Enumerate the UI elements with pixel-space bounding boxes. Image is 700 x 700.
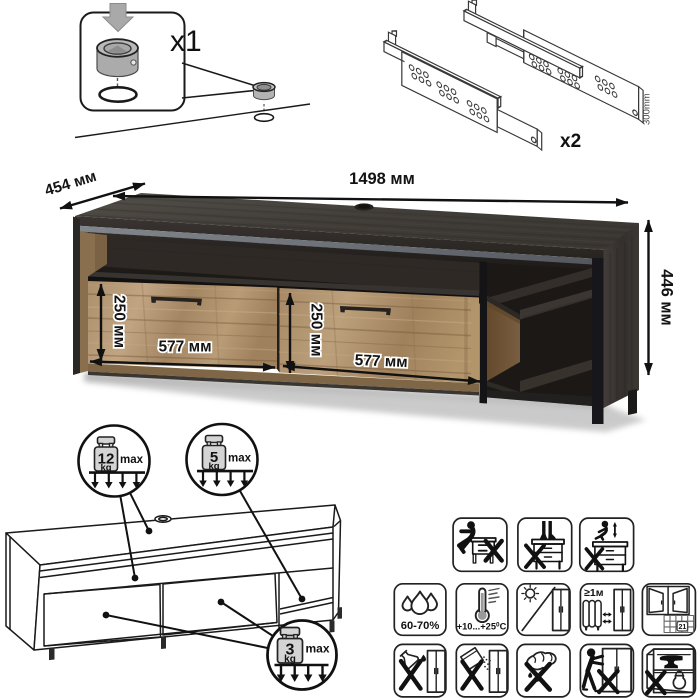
svg-text:577 мм: 577 мм <box>158 339 211 356</box>
svg-text:max: max <box>306 642 330 656</box>
svg-text:x2: x2 <box>560 131 581 152</box>
svg-text:21: 21 <box>679 624 687 631</box>
svg-text:≥1м: ≥1м <box>584 587 604 599</box>
svg-text:kg: kg <box>208 461 219 472</box>
svg-text:kg: kg <box>284 654 296 665</box>
svg-text:max: max <box>120 454 144 466</box>
svg-text:250 мм: 250 мм <box>111 295 128 348</box>
svg-text:1498 мм: 1498 мм <box>349 170 415 188</box>
svg-text:x1: x1 <box>170 25 202 58</box>
svg-text:max: max <box>228 453 252 465</box>
svg-text:300mm: 300mm <box>642 93 653 125</box>
svg-text:5: 5 <box>210 449 218 466</box>
svg-text:446 мм: 446 мм <box>658 269 676 326</box>
svg-text:12: 12 <box>98 451 115 468</box>
svg-text:kg: kg <box>100 463 111 474</box>
svg-text:60-70%: 60-70% <box>401 620 440 632</box>
svg-text:+10...+250C: +10...+250C <box>457 622 507 632</box>
svg-text:454 мм: 454 мм <box>43 168 99 200</box>
svg-text:250 мм: 250 мм <box>308 303 325 356</box>
svg-text:3: 3 <box>286 642 295 659</box>
svg-text:577 мм: 577 мм <box>354 352 408 371</box>
